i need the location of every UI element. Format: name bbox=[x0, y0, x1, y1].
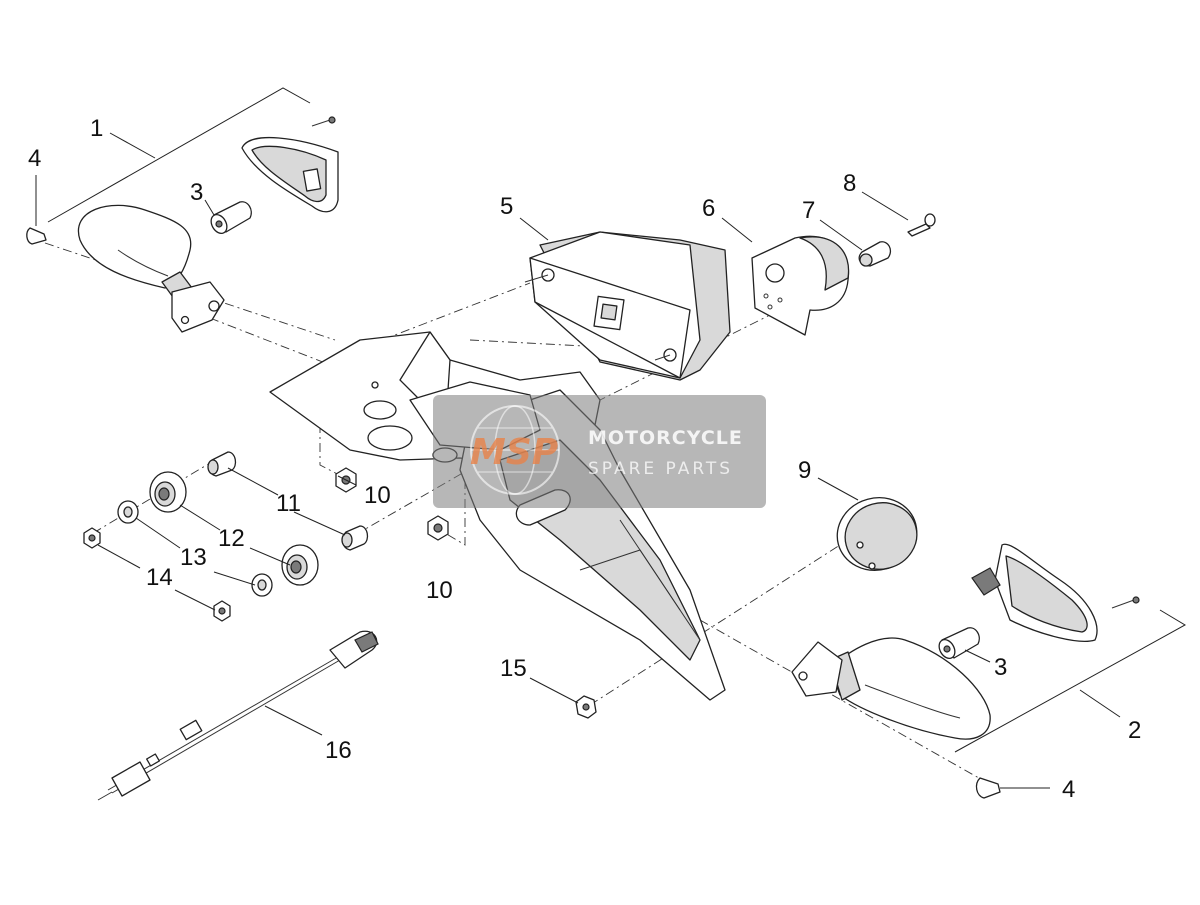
callout-1: 1 bbox=[90, 115, 103, 142]
bulb-bottom bbox=[938, 627, 980, 659]
callout-11: 11 bbox=[276, 490, 301, 517]
callout-3-top: 3 bbox=[190, 179, 203, 206]
screw-top-right bbox=[907, 213, 936, 237]
tail-light bbox=[524, 231, 731, 381]
callout-10-lower: 10 bbox=[426, 577, 453, 604]
rubber-grommet-12-lower bbox=[281, 544, 319, 586]
washer-13-lower bbox=[251, 573, 273, 597]
callout-labels: 1 2 3 3 4 4 5 6 7 8 9 10 10 11 12 13 14 … bbox=[28, 115, 1141, 803]
reflector-disc bbox=[836, 497, 918, 571]
watermark-logo: MSP bbox=[470, 432, 558, 473]
callout-4-bottom: 4 bbox=[1062, 776, 1075, 803]
callout-6: 6 bbox=[702, 195, 715, 222]
spacer-11-upper bbox=[207, 451, 237, 477]
leader-lines bbox=[97, 191, 1050, 789]
callout-3-bottom: 3 bbox=[994, 654, 1007, 681]
left-turn-signal bbox=[77, 204, 225, 333]
watermark: MSP MOTORCYCLE SPARE PARTS bbox=[433, 395, 766, 508]
callout-7: 7 bbox=[802, 197, 815, 224]
lens-screw-bottom bbox=[1111, 596, 1140, 609]
rubber-grommet-12-upper bbox=[149, 471, 187, 513]
spacer-11-lower bbox=[341, 525, 369, 551]
callout-12: 12 bbox=[218, 525, 245, 552]
callout-2: 2 bbox=[1128, 717, 1141, 744]
assembly-brackets bbox=[47, 87, 1187, 753]
right-turn-signal-lens bbox=[971, 543, 1098, 642]
lens-screw-top bbox=[311, 116, 336, 127]
callout-5: 5 bbox=[500, 193, 513, 220]
screw-top-left bbox=[26, 175, 47, 245]
bulb-top bbox=[210, 201, 252, 234]
callout-14: 14 bbox=[146, 564, 173, 591]
watermark-line-1: MOTORCYCLE bbox=[588, 427, 743, 449]
globe-icon bbox=[470, 405, 560, 495]
callout-15: 15 bbox=[500, 655, 527, 682]
nut-10-lower bbox=[427, 515, 449, 541]
callout-10-upper: 10 bbox=[364, 482, 391, 509]
callout-16: 16 bbox=[325, 737, 352, 764]
callout-4-top: 4 bbox=[28, 145, 41, 172]
license-plate-light bbox=[751, 235, 850, 336]
left-turn-signal-lens bbox=[241, 137, 339, 213]
callout-8: 8 bbox=[843, 170, 856, 197]
callout-13: 13 bbox=[180, 544, 207, 571]
nut-14-lower bbox=[213, 600, 231, 622]
washer-13-upper bbox=[117, 500, 139, 524]
nut-15 bbox=[575, 695, 597, 719]
watermark-line-2: SPARE PARTS bbox=[588, 459, 733, 479]
right-turn-signal bbox=[791, 637, 991, 740]
callout-9: 9 bbox=[798, 457, 811, 484]
wiring-harness bbox=[97, 630, 379, 801]
watermark-box bbox=[433, 395, 766, 508]
screw-bottom-right bbox=[975, 777, 1001, 799]
grommet bbox=[858, 241, 892, 267]
nut-14-upper bbox=[83, 527, 101, 549]
